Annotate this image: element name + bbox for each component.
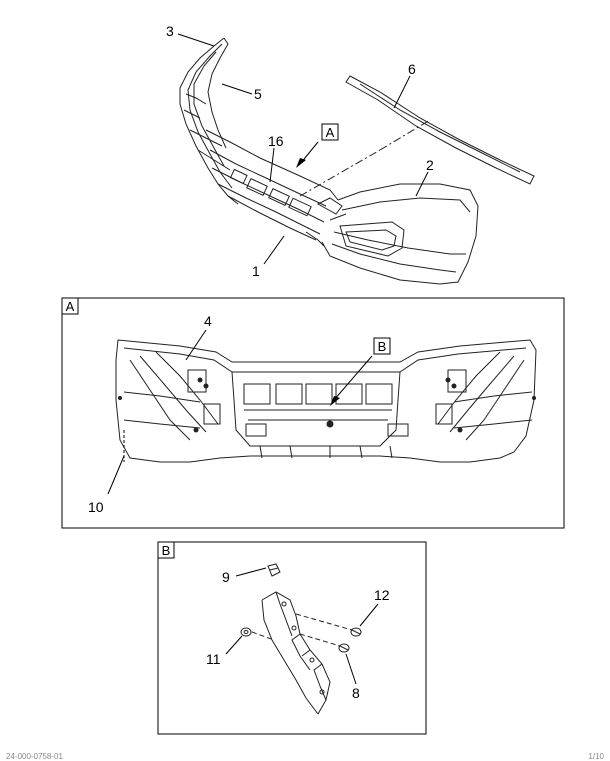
- view-b-box: B: [157, 541, 427, 735]
- view-a-box-label: A: [66, 299, 75, 314]
- bottom-callouts: [225, 567, 379, 685]
- top-callouts: [177, 33, 429, 265]
- callout-11: 11: [206, 651, 221, 667]
- callout-1: 1: [252, 263, 260, 279]
- callout-10: 10: [88, 499, 104, 515]
- bracket-detail: [240, 563, 362, 715]
- drawing-number: 24-000-0758-01: [6, 752, 63, 761]
- callout-4: 4: [204, 313, 212, 329]
- bumper-rear-view: [115, 339, 537, 463]
- view-a-marker-label: A: [326, 125, 335, 140]
- bumper-assembly-view: [179, 37, 535, 285]
- view-a-marker: A: [296, 123, 339, 168]
- callout-9: 9: [222, 569, 230, 585]
- callout-8: 8: [352, 685, 360, 701]
- bumper-right-wing: [321, 183, 479, 285]
- callout-5: 5: [254, 86, 262, 102]
- callout-3: 3: [166, 23, 174, 39]
- page-ref: 1/10: [588, 752, 604, 761]
- view-b-box-label: B: [162, 543, 171, 558]
- callout-16: 16: [268, 133, 284, 149]
- view-b-marker-label: B: [378, 339, 387, 354]
- middle-callouts: [107, 329, 207, 495]
- view-b-marker: B: [330, 337, 391, 406]
- trim-strip: [345, 75, 535, 185]
- view-a-box: A: [61, 297, 565, 529]
- bumper-left-end: [179, 37, 239, 205]
- callout-2: 2: [426, 157, 434, 173]
- callout-6: 6: [408, 61, 416, 77]
- callout-12: 12: [374, 587, 390, 603]
- bumper-center-section: [205, 129, 343, 247]
